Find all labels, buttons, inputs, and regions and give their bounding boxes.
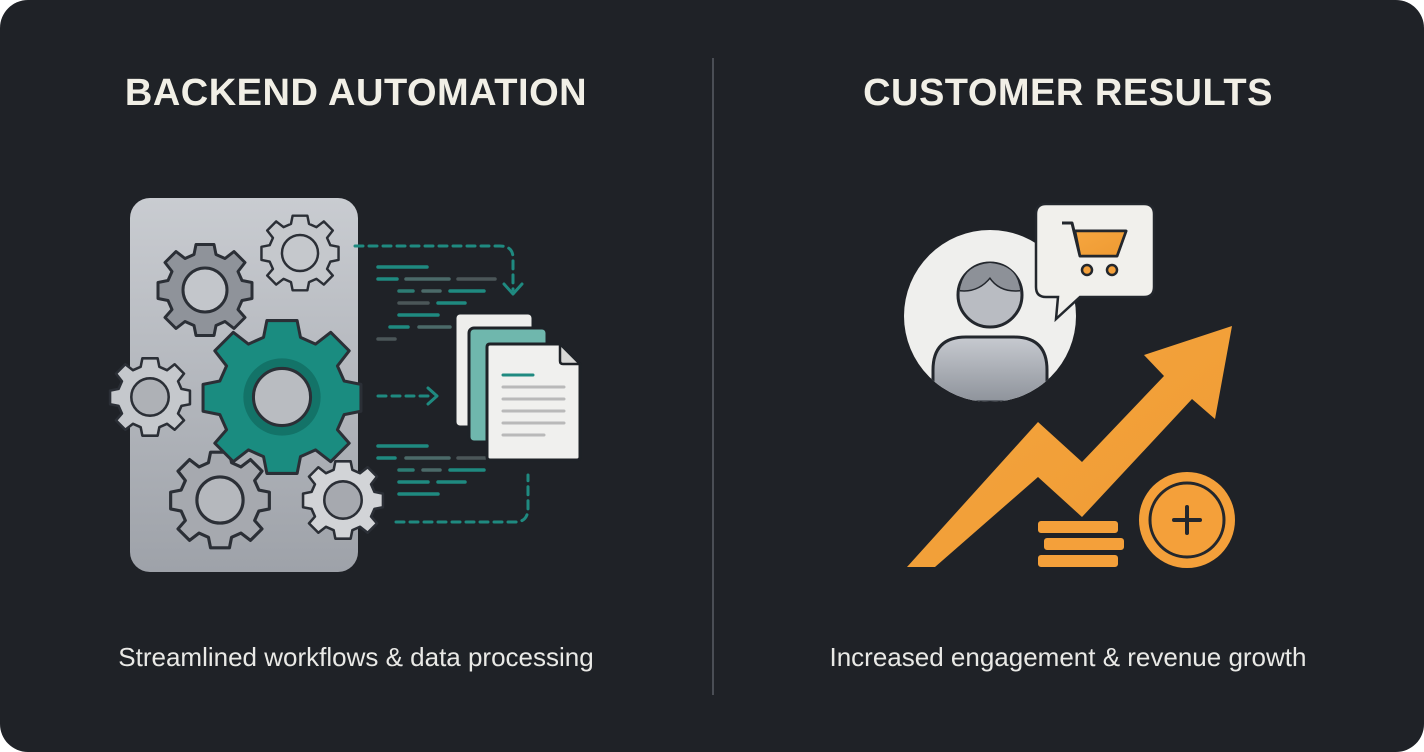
- coin-stack-icon: [1036, 519, 1126, 569]
- customer-results-title: CUSTOMER RESULTS: [863, 72, 1273, 114]
- plus-coin-icon: [1139, 472, 1235, 568]
- customer-results-caption: Increased engagement & revenue growth: [829, 642, 1307, 672]
- backend-automation-caption: Streamlined workflows & data processing: [118, 642, 594, 672]
- user-avatar-icon: [904, 230, 1076, 402]
- panel-divider: [712, 58, 714, 695]
- trend-up-arrow-icon: [907, 326, 1232, 567]
- backend-automation-title: BACKEND AUTOMATION: [124, 72, 588, 114]
- customer-results-illustration: [904, 202, 1235, 569]
- code-lines-icon: [376, 265, 497, 496]
- gear-panel-icon: [108, 198, 385, 572]
- shopping-cart-icon: [1034, 202, 1156, 323]
- dashed-arrow-icon: [353, 244, 530, 524]
- backend-automation-illustration: [108, 198, 582, 572]
